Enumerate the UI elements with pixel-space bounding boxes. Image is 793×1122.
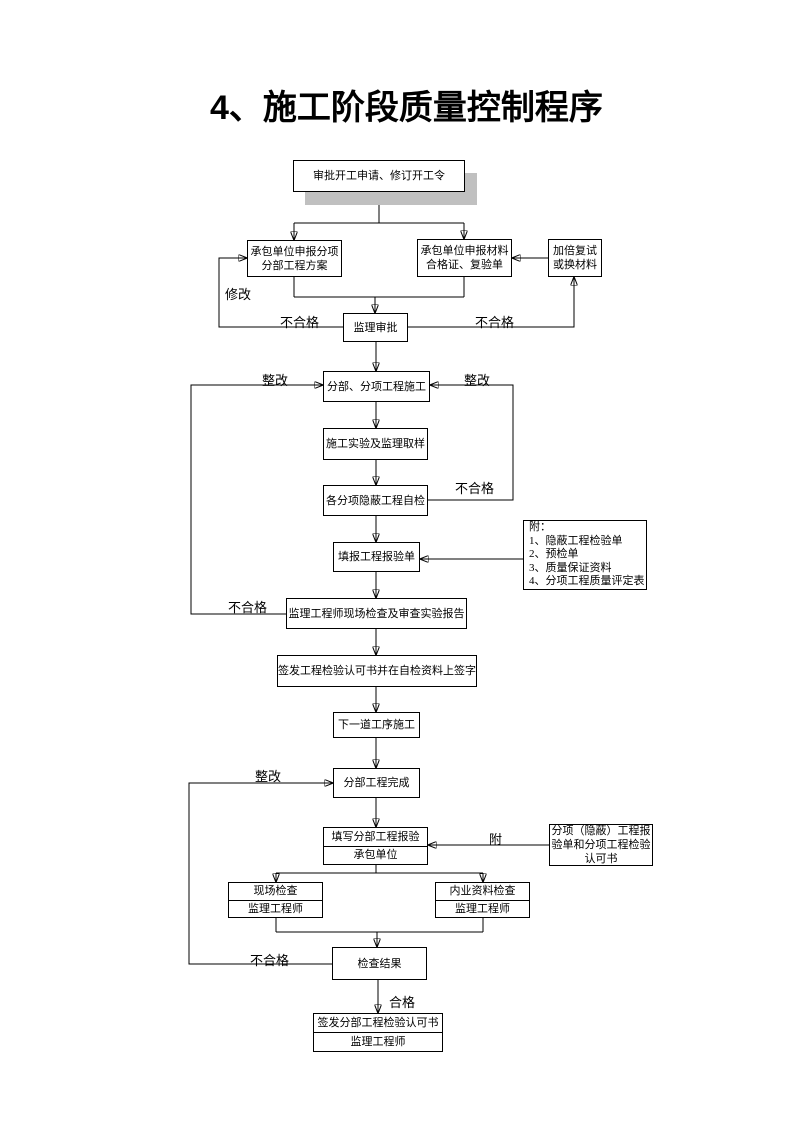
node-doc-check-owner: 监理工程师: [436, 899, 529, 918]
attachment-note-line3: 认可书: [584, 853, 618, 865]
label-fail-review: 不合格: [228, 600, 268, 615]
node-supervisor-review: 监理审批: [343, 313, 408, 342]
node-report-form-text: 填报工程报验单: [338, 551, 415, 563]
node-site-review-text: 监理工程师现场检查及审查实验报告: [288, 607, 465, 620]
node-self-check: 各分项隐蔽工程自检: [323, 485, 428, 516]
attachment-list-line4: 3、质量保证资料: [529, 561, 612, 574]
node-approve-start: 审批开工申请、修订开工令: [293, 160, 465, 192]
node-next-process: 下一道工序施工: [333, 712, 420, 738]
node-contractor-materials-line1: 承包单位申报材料: [420, 245, 509, 257]
label-rectify-right: 整改: [464, 373, 491, 388]
node-issue-sign-text: 签发工程检验认可书并在自检资料上签字: [278, 665, 476, 677]
node-division-done: 分部工程完成: [333, 768, 420, 798]
node-self-check-text: 各分项隐蔽工程自检: [326, 494, 425, 507]
node-construction-text: 分部、分项工程施工: [327, 380, 426, 393]
label-pass: 合格: [389, 995, 416, 1010]
arrow-review-fail-to-retest: [408, 277, 574, 328]
label-rectify-left: 整改: [262, 373, 289, 388]
node-experiment-text: 施工实验及监理取样: [326, 438, 425, 450]
node-fill-report: 填写分部工程报验 承包单位: [323, 827, 428, 865]
label-modify: 修改: [225, 287, 252, 302]
connector-merge-under-boxes: [293, 277, 465, 298]
node-retest-line2: 或换材料: [553, 259, 597, 271]
attachment-note-line2: 验单和分项工程检验: [551, 839, 651, 851]
connector-fillreport-split: [276, 865, 483, 874]
label-fail-result: 不合格: [250, 953, 290, 968]
attachment-note-line1: 分项（隐蔽）工程报: [551, 825, 651, 837]
attachment-list-line5: 4、分项工程质量评定表: [529, 575, 645, 588]
label-rectify-division: 整改: [255, 769, 282, 784]
node-check-result-text: 检查结果: [357, 957, 402, 970]
node-experiment: 施工实验及监理取样: [323, 428, 428, 460]
connector-approve-branch: [294, 192, 464, 224]
node-site-check: 现场检查 监理工程师: [228, 882, 323, 918]
node-report-form: 填报工程报验单: [333, 542, 420, 572]
node-supervisor-review-text: 监理审批: [353, 321, 398, 334]
node-division-done-text: 分部工程完成: [343, 777, 410, 789]
node-fill-report-title: 填写分部工程报验: [331, 830, 420, 843]
node-contractor-materials: 承包单位申报材料 合格证、复验单: [417, 239, 512, 277]
connector-checks-merge: [275, 918, 484, 933]
label-fail-mid: 不合格: [455, 481, 495, 496]
node-doc-check: 内业资料检查 监理工程师: [435, 882, 530, 918]
attachment-list-line1: 附：: [529, 521, 551, 534]
node-attachment-note: 分项（隐蔽）工程报 验单和分项工程检验 认可书: [549, 824, 653, 866]
node-approve-start-text: 审批开工申请、修订开工令: [313, 170, 445, 182]
node-retest: 加倍复试 或换材料: [548, 239, 602, 277]
node-contractor-plan-line1: 承包单位申报分项: [250, 245, 339, 258]
node-final-issue: 签发分部工程检验认可书 监理工程师: [313, 1013, 443, 1052]
label-attach: 附: [489, 832, 503, 847]
node-final-issue-title: 签发分部工程检验认可书: [317, 1017, 439, 1029]
node-attachment-list: 附： 1、隐蔽工程检验单 2、预检单 3、质量保证资料 4、分项工程质量评定表: [523, 520, 647, 590]
node-construction: 分部、分项工程施工: [323, 371, 430, 402]
node-site-review: 监理工程师现场检查及审查实验报告: [286, 598, 467, 629]
node-next-process-text: 下一道工序施工: [338, 719, 415, 731]
arrow-result-fail-loop: [188, 783, 333, 965]
label-fail-left: 不合格: [280, 315, 320, 330]
label-fail-right: 不合格: [475, 315, 515, 330]
arrow-review-fail-to-plan: [218, 258, 343, 328]
node-final-issue-owner: 监理工程师: [314, 1032, 442, 1051]
node-fill-report-owner: 承包单位: [324, 845, 427, 865]
node-contractor-plan: 承包单位申报分项 分部工程方案: [247, 240, 342, 277]
node-site-check-owner: 监理工程师: [229, 899, 322, 918]
node-retest-line1: 加倍复试: [553, 245, 597, 257]
node-contractor-plan-line2: 分部工程方案: [261, 259, 328, 272]
page-title: 4、施工阶段质量控制程序: [210, 89, 603, 127]
node-doc-check-title: 内业资料检查: [449, 885, 516, 898]
attachment-list-line3: 2、预检单: [529, 548, 579, 561]
node-check-result: 检查结果: [332, 947, 427, 980]
node-issue-sign: 签发工程检验认可书并在自检资料上签字: [277, 655, 477, 687]
attachment-list-line2: 1、隐蔽工程检验单: [529, 534, 623, 547]
node-site-check-title: 现场检查: [253, 885, 298, 898]
node-contractor-materials-line2: 合格证、复验单: [426, 259, 503, 271]
arrow-selfcheck-fail-loop: [428, 385, 514, 501]
arrow-sitereview-fail-loop: [190, 385, 323, 615]
